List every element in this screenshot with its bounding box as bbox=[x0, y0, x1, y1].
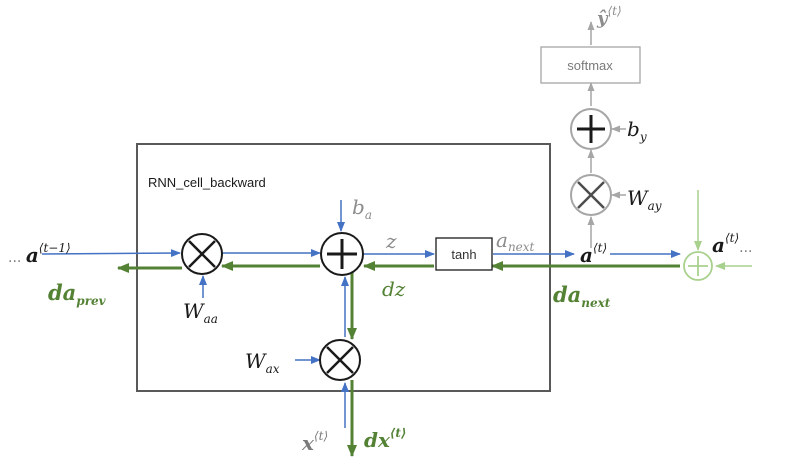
label-b-y: by bbox=[627, 117, 647, 144]
tanh-box: tanh bbox=[435, 237, 493, 271]
cell-title: RNN_cell_backward bbox=[148, 175, 266, 190]
tanh-label: tanh bbox=[451, 247, 476, 262]
add-node-icon bbox=[320, 232, 364, 276]
backward-paths bbox=[117, 261, 680, 457]
multiply-ax-icon bbox=[319, 339, 361, 381]
label-w-ax: Wax bbox=[245, 349, 280, 376]
multiply-ay-icon bbox=[570, 174, 612, 216]
label-x-t: x⟨t⟩ bbox=[301, 429, 328, 455]
label-w-aa: Waa bbox=[183, 299, 218, 326]
label-w-ay: Way bbox=[627, 186, 662, 213]
label-a-next: anext bbox=[496, 228, 535, 254]
softmax-label: softmax bbox=[567, 58, 613, 73]
label-dx-t: dx⟨t⟩ bbox=[364, 426, 406, 452]
label-da-next: danext bbox=[553, 282, 611, 310]
label-a-t-out: a⟨t⟩ bbox=[580, 241, 607, 267]
softmax-box: softmax bbox=[540, 46, 641, 84]
label-b-a: ba bbox=[352, 195, 372, 222]
label-da-prev: daprev bbox=[48, 280, 107, 308]
label-z: z bbox=[385, 229, 397, 253]
output-paths bbox=[587, 21, 626, 248]
add-next-icon bbox=[683, 251, 713, 281]
multiply-aa-icon bbox=[181, 233, 223, 275]
label-a-t-right: a⟨t⟩... bbox=[712, 231, 753, 257]
add-by-icon bbox=[570, 108, 612, 150]
label-a-prev: ... a⟨t−1⟩ bbox=[8, 241, 71, 267]
next-step-paths bbox=[694, 190, 752, 270]
forward-paths bbox=[41, 200, 681, 428]
label-dz: dz bbox=[382, 277, 406, 301]
label-y-hat: ŷ⟨t⟩ bbox=[596, 4, 622, 29]
